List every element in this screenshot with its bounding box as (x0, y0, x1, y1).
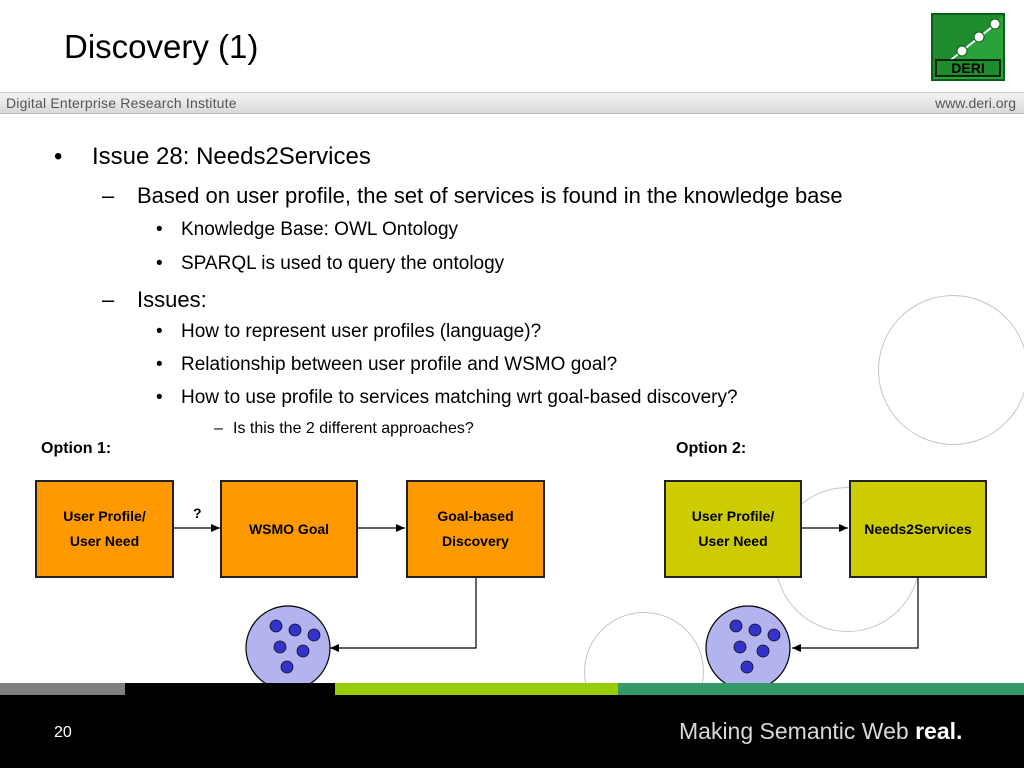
arrow-n2s-to-kb (792, 578, 919, 652)
box-text: WSMO Goal (248, 520, 330, 537)
arrow-discovery-to-kb (330, 578, 477, 652)
slide-title: Discovery (1) (64, 28, 259, 65)
tagline-bold: real. (915, 718, 963, 744)
box-text: User Profile/ (63, 508, 146, 524)
knowledge-base-circle-1 (245, 605, 331, 691)
box-text: User Need (69, 533, 140, 549)
bullet-text: Relationship between user profile and WS… (181, 354, 618, 375)
option1-label: Option 1: (41, 440, 112, 457)
bullet-text: Issues: (137, 287, 207, 312)
box-text: Goal-based (437, 508, 514, 524)
box-text: Needs2Services (864, 520, 972, 537)
user-profile-box-option2: User Profile/ User Need (664, 480, 802, 578)
deri-logo: DERI (931, 13, 1005, 81)
bullet-text: SPARQL is used to query the ontology (181, 253, 505, 274)
tagline-prefix: Making Semantic Web (679, 718, 916, 744)
user-profile-box-option1: User Profile/ User Need (35, 480, 174, 578)
page-number: 20 (54, 724, 72, 741)
bullet-text: Based on user profile, the set of servic… (137, 183, 843, 208)
footer-stripe-black (125, 683, 335, 695)
footer-stripe-gray (0, 683, 125, 695)
box-text: Discovery (442, 533, 509, 549)
bullet-text: Issue 28: Needs2Services (92, 143, 371, 170)
footer-bar (0, 695, 1024, 768)
logo-text: DERI (951, 60, 984, 76)
bullet-text: Is this the 2 different approaches? (233, 420, 474, 437)
box-text: User Profile/ (691, 508, 775, 524)
footer-tagline: Making Semantic Web real. (679, 718, 962, 745)
wsmo-goal-box: WSMO Goal (220, 480, 358, 578)
needs2services-box: Needs2Services (849, 480, 987, 578)
institute-name: Digital Enterprise Research Institute (6, 95, 237, 111)
option2-label: Option 2: (676, 440, 747, 457)
bullet-text: Knowledge Base: OWL Ontology (181, 219, 459, 240)
box-text: User Need (698, 533, 768, 549)
bullet-text: How to use profile to services matching … (181, 387, 738, 408)
footer-stripe-green (618, 683, 1024, 695)
knowledge-base-circle-2 (705, 605, 791, 691)
decorative-circle (878, 295, 1024, 445)
question-mark: ? (193, 505, 202, 521)
goal-based-discovery-box: Goal-based Discovery (406, 480, 545, 578)
bullet-text: How to represent user profiles (language… (181, 321, 542, 342)
institute-url[interactable]: www.deri.org (935, 95, 1016, 111)
header-bar: Digital Enterprise Research Institute ww… (0, 92, 1024, 114)
footer-stripe-lime (335, 683, 618, 695)
